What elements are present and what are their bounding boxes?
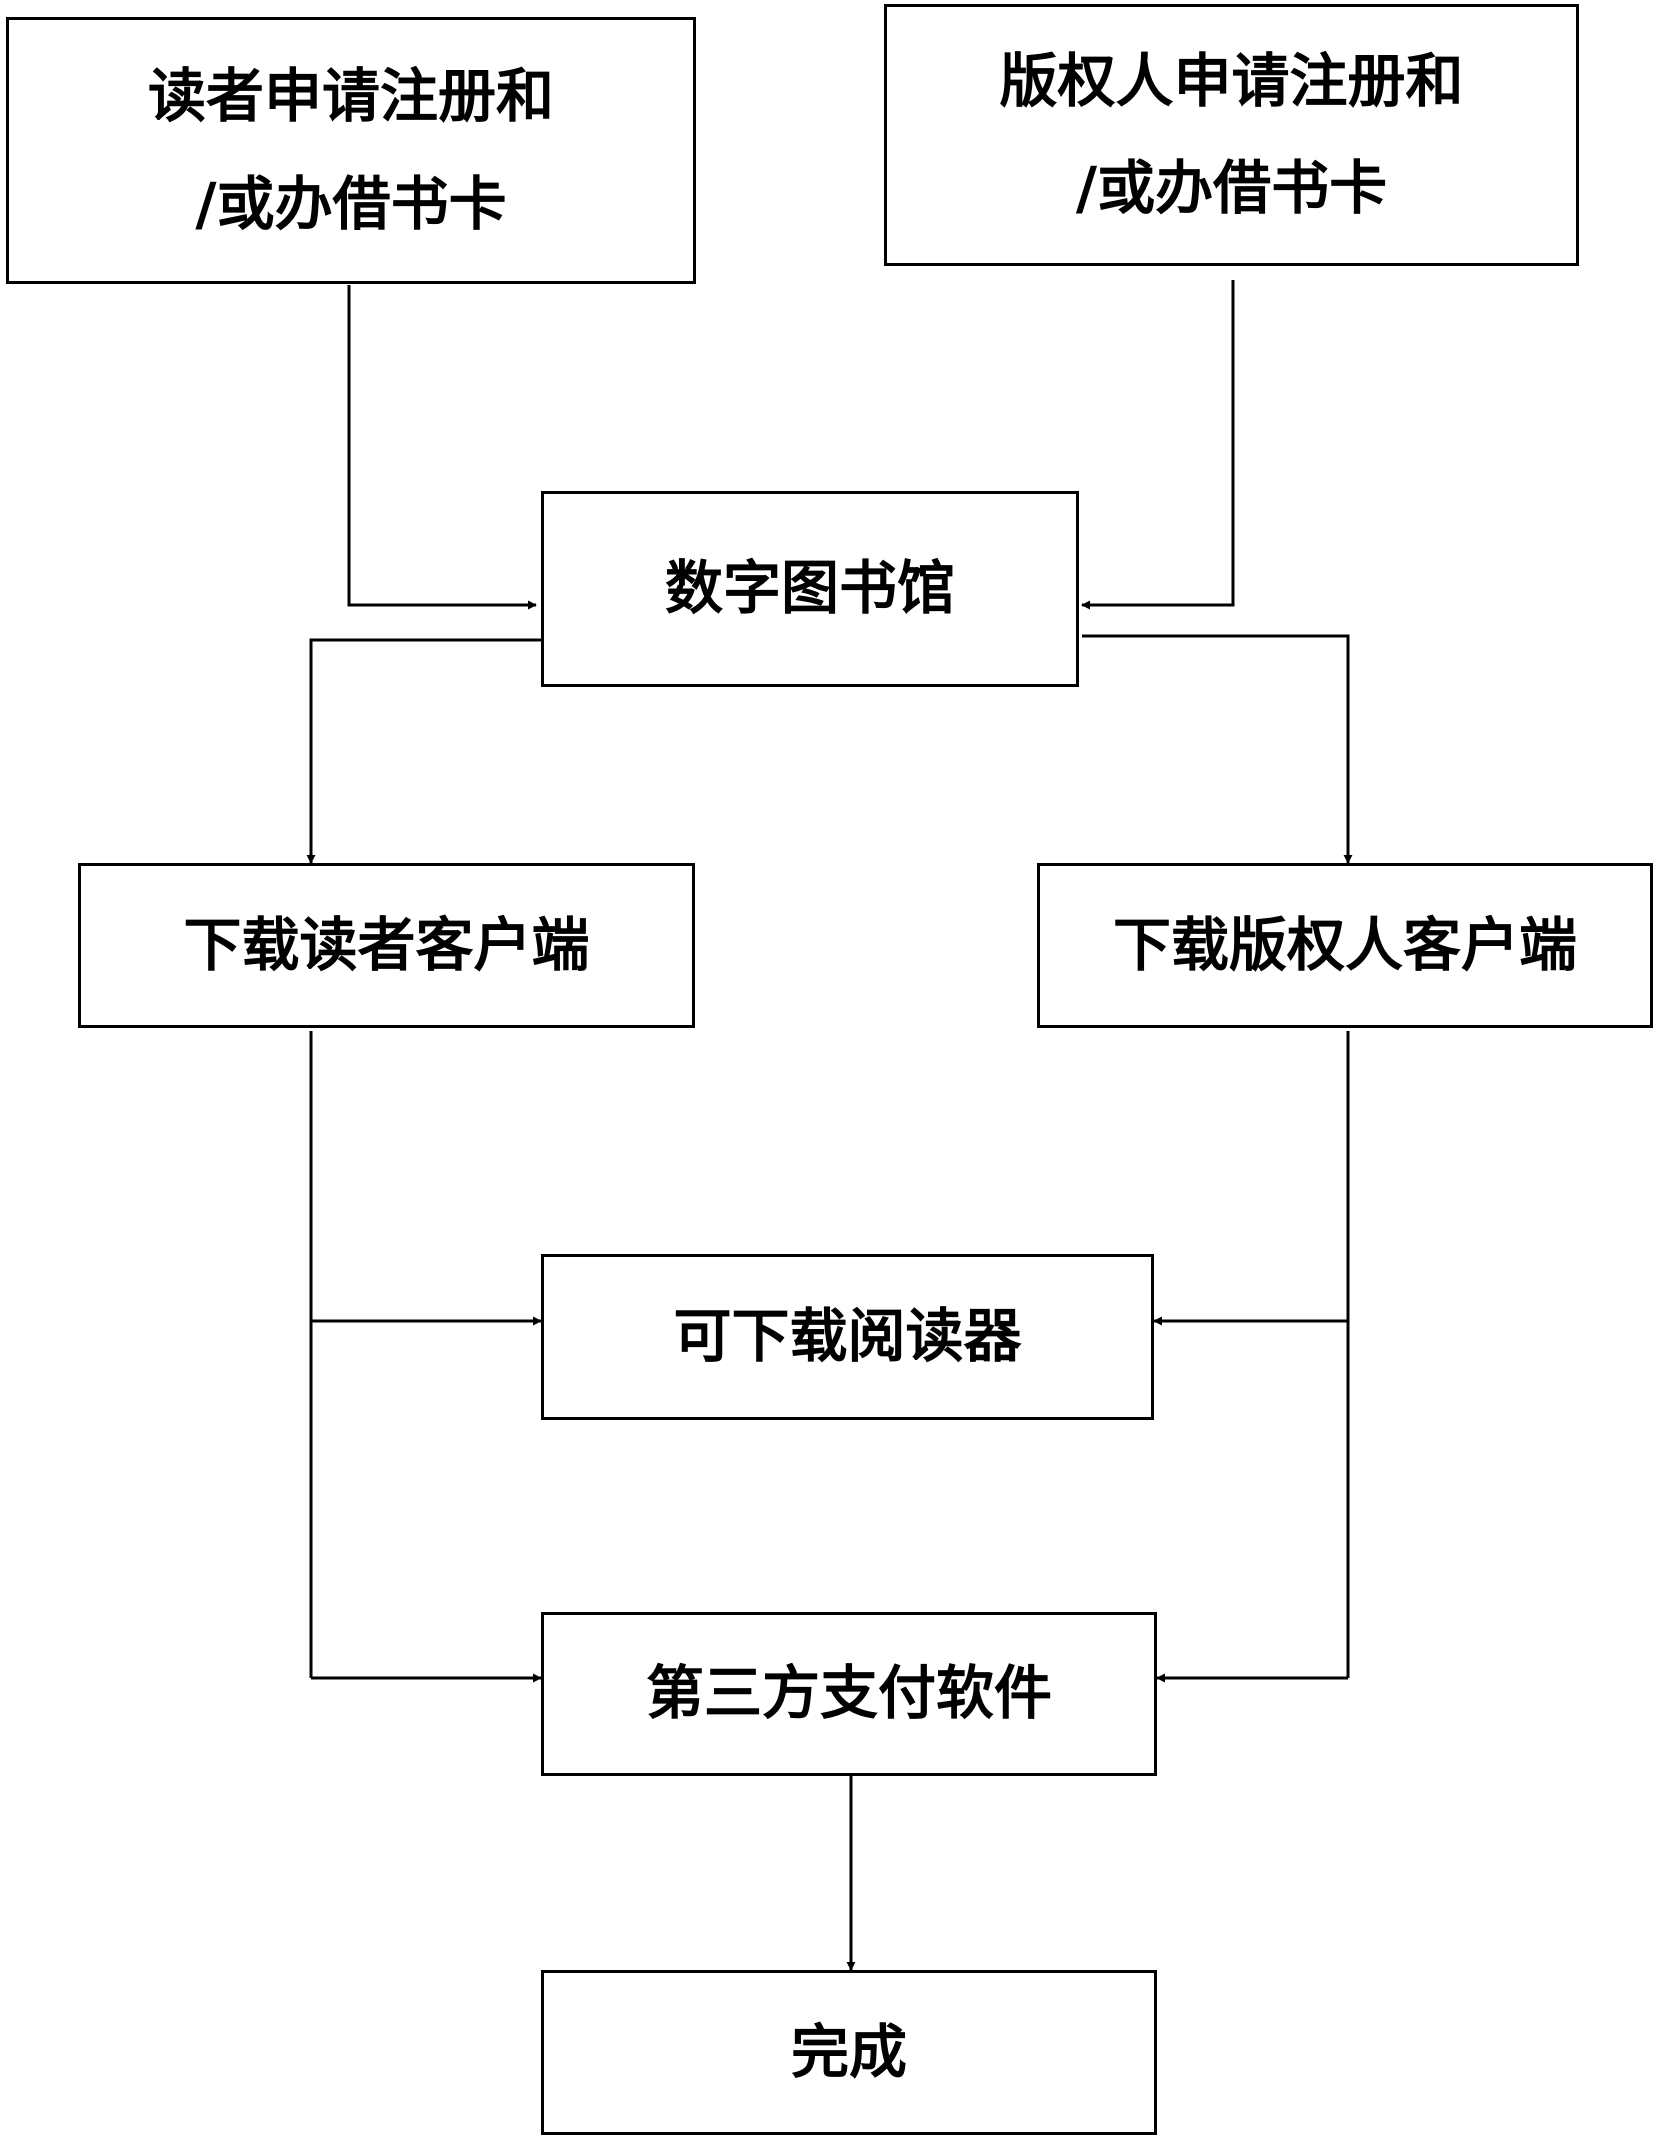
node-reader-register-line2: /或办借书卡 — [195, 169, 507, 238]
node-reader-software: 可下载阅读器 — [541, 1254, 1154, 1420]
arrow-library-to-reader-client — [306, 638, 541, 864]
node-done: 完成 — [541, 1970, 1157, 2135]
node-done-label: 完成 — [790, 2017, 907, 2086]
node-digital-library: 数字图书馆 — [541, 491, 1079, 687]
node-payment: 第三方支付软件 — [541, 1612, 1157, 1776]
node-reader-client: 下载读者客户端 — [78, 863, 695, 1028]
node-owner-register-line1: 版权人申请注册和 — [999, 46, 1464, 115]
node-owner-register-line2: /或办借书卡 — [1075, 154, 1388, 222]
node-reader-register-line1: 读者申请注册和 — [147, 62, 554, 131]
node-digital-library-label: 数字图书馆 — [664, 554, 955, 623]
node-owner-client-label: 下载版权人客户端 — [1112, 910, 1577, 979]
arrow-library-to-owner-client — [1082, 634, 1353, 864]
arrow-reader-register-to-library — [347, 285, 537, 610]
node-owner-client: 下载版权人客户端 — [1037, 863, 1653, 1028]
node-reader-software-label: 可下载阅读器 — [673, 1302, 1022, 1371]
arrow-owner-register-to-library — [1081, 280, 1235, 610]
node-reader-register: 读者申请注册和 /或办借书卡 — [6, 17, 696, 284]
node-owner-register: 版权人申请注册和 /或办借书卡 — [884, 4, 1579, 266]
node-reader-client-label: 下载读者客户端 — [183, 910, 590, 979]
node-payment-label: 第三方支付软件 — [645, 1659, 1052, 1728]
